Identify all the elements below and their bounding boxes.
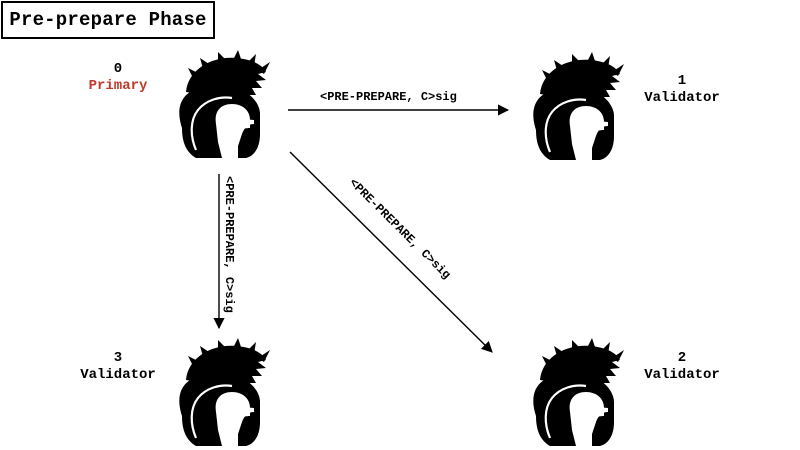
node-2-role: Validator <box>644 367 720 383</box>
node-3-label: 3 Validator <box>58 350 178 384</box>
node-0-role: Primary <box>88 78 148 94</box>
node-3-role: Validator <box>80 367 156 383</box>
node-2-id: 2 <box>677 350 687 366</box>
edge-0-2-label: <PRE-PREPARE, C>sig <box>346 176 453 282</box>
node-1-role: Validator <box>644 90 720 106</box>
edge-0-2-arrow <box>289 151 493 353</box>
node-0-label: 0 Primary <box>58 61 178 95</box>
node-1-label: 1 Validator <box>622 73 742 107</box>
node-3-id: 3 <box>113 350 123 366</box>
node-2-label: 2 Validator <box>622 350 742 384</box>
node-1-id: 1 <box>677 73 687 89</box>
node-0-id: 0 <box>113 61 123 77</box>
edge-0-3-label: <PRE-PREPARE, C>sig <box>222 176 236 313</box>
phase-title: Pre-prepare Phase <box>1 1 215 39</box>
edge-0-1-label: <PRE-PREPARE, C>sig <box>320 90 457 104</box>
